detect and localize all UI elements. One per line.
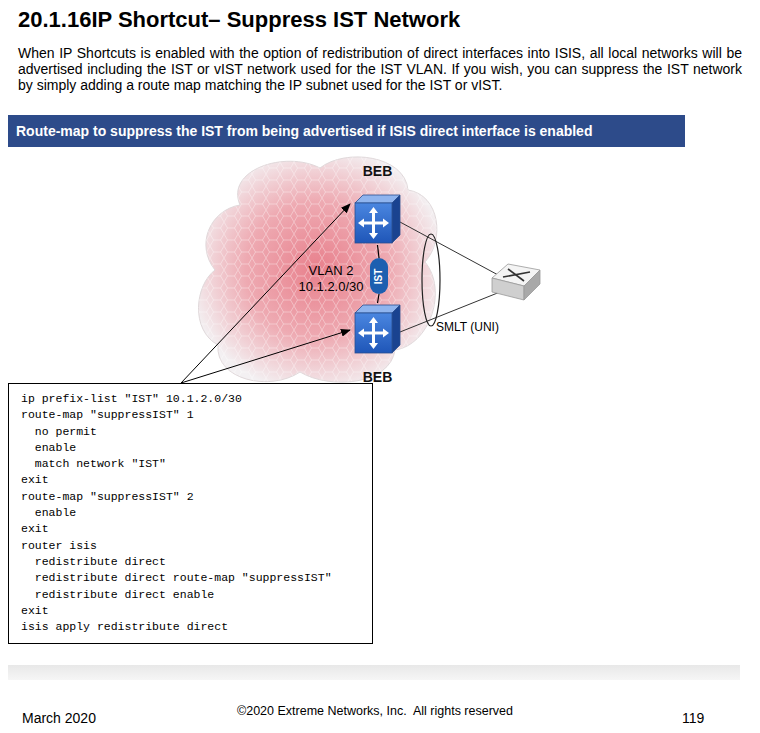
network-cloud [198,157,436,382]
node-text: redistribute direct [21,554,362,570]
vlan-label: VLAN 2 [298,263,364,278]
node-text: exit [21,472,362,488]
edge-switch-icon [492,264,540,300]
pointer-arrow [181,330,350,383]
node-text: ip prefix-list "IST" 10.1.2.0/30 [21,391,362,407]
config-box: ip prefix-list "IST" 10.1.2.0/30route-ma… [8,383,373,644]
node-text: BEB [363,163,393,179]
node-text: isis apply redistribute direct [21,619,362,635]
node-text: router isis [21,538,362,554]
footer-date: March 2020 [22,710,96,726]
ist-link-line [378,294,380,303]
beb-switch: BEB [350,303,405,385]
footer-copyright: ©2020 Extreme Networks, Inc. All rights … [200,704,550,718]
node-text: Route-map to suppress the IST from being… [16,123,592,139]
node-text: route-map "suppressIST" 2 [21,489,362,505]
node-text: IST [374,268,385,284]
node-text: match network "IST" [21,456,362,472]
node-text: exit [21,603,362,619]
node-text: redistribute direct route-map "suppressI… [21,570,362,586]
node-text: enable [21,440,362,456]
footer-bar [8,665,740,680]
page-number: 119 [682,710,704,726]
ist-link-line [378,245,380,258]
smlt-links [400,222,500,332]
intro-paragraph: When IP Shortcuts is enabled with the op… [18,45,742,93]
node-text: no permit [21,424,362,440]
node-text: enable [21,505,362,521]
node-text: redistribute direct enable [21,587,362,603]
node-text: exit [21,521,362,537]
beb-switch: BEB [350,163,405,245]
beb-switch-icon [355,305,400,353]
node-text: route-map "suppressIST" 1 [21,407,362,423]
ist-link: IST [370,258,388,294]
beb-switch-icon [355,195,400,243]
subnet-label: 10.1.2.0/30 [292,279,370,294]
smlt-label: SMLT (UNI) [436,320,499,334]
page-title: 20.1.16IP Shortcut– Suppress IST Network [18,7,460,33]
banner: Route-map to suppress the IST from being… [8,115,685,147]
